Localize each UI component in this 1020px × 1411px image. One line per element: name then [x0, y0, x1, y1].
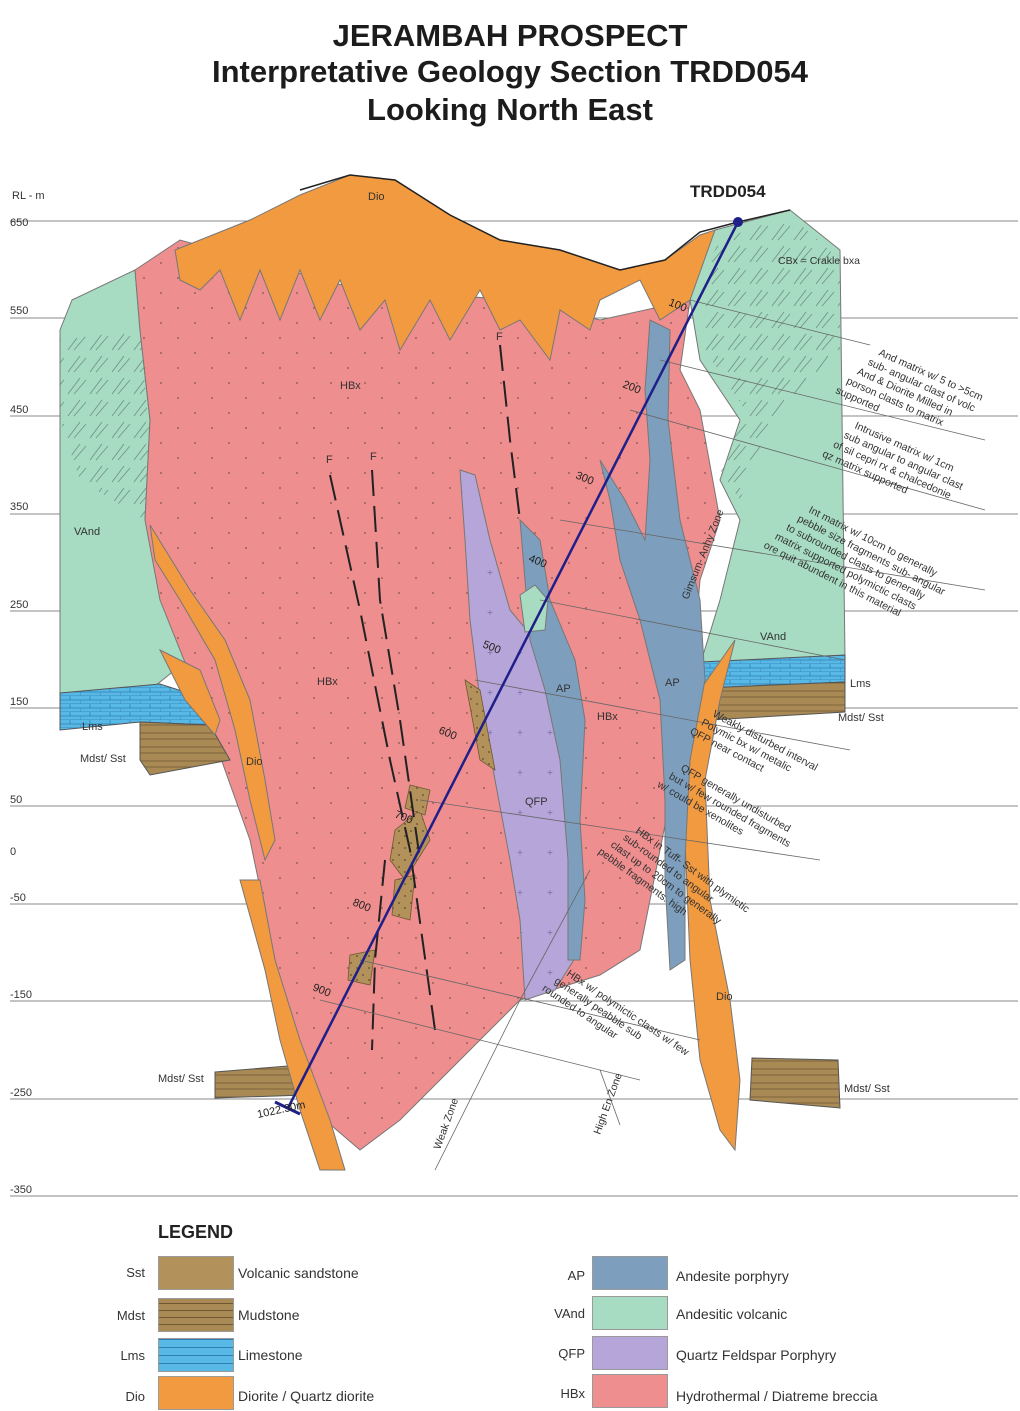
dio-left-unit — [149, 524, 276, 862]
legend-label: Andesite porphyry — [676, 1268, 789, 1284]
rl-tick-minus50: -50 — [10, 892, 26, 904]
legend-label: Hydrothermal / Diatreme breccia — [676, 1388, 878, 1404]
label-ap-right: AP — [665, 677, 680, 689]
legend-label: Volcanic sandstone — [238, 1265, 359, 1281]
label-ap-left: AP — [556, 683, 571, 695]
label-dio-right: Dio — [716, 991, 733, 1003]
label-hbx-right: HBx — [597, 711, 618, 723]
title-line-1: JERAMBAH PROSPECT — [332, 18, 688, 53]
legend-swatch — [158, 1376, 234, 1410]
rl-tick-250: 250 — [10, 599, 28, 611]
topography-line — [299, 174, 791, 271]
legend-label: Andesitic volcanic — [676, 1306, 788, 1322]
legend-label: Quartz Feldspar Porphyry — [676, 1347, 837, 1363]
rl-tick-0: 0 — [10, 846, 16, 858]
label-fault-1: F — [326, 454, 333, 466]
legend-swatch — [592, 1336, 668, 1370]
hole-name-label: TRDD054 — [690, 182, 766, 201]
legend-swatch — [158, 1298, 234, 1332]
label-fault-3: F — [496, 331, 503, 343]
legend-code: AP — [567, 1268, 585, 1283]
label-fault-2: F — [370, 451, 377, 463]
legend-code: HBx — [560, 1386, 585, 1401]
rl-tick-350: 350 — [10, 501, 28, 513]
rl-tick-minus350: -350 — [10, 1184, 32, 1196]
label-dio-left: Dio — [246, 756, 263, 768]
title-line-3: Looking North East — [367, 92, 653, 127]
legend-swatch — [592, 1296, 668, 1330]
ap-right-unit — [599, 319, 706, 971]
rl-tick-minus150: -150 — [10, 989, 32, 1001]
legend-code: Mdst — [116, 1308, 145, 1323]
label-vand-right: VAnd — [760, 631, 786, 643]
legend-swatch — [592, 1374, 668, 1408]
label-hbx-mid: HBx — [317, 676, 338, 688]
label-dio-top: Dio — [368, 191, 385, 203]
label-qfp: QFP — [525, 796, 548, 808]
label-hbx-upper: HBx — [340, 380, 361, 392]
label-mdst-bottom-left: Mdst/ Sst — [158, 1073, 204, 1085]
legend-code: Dio — [125, 1389, 145, 1404]
legend-swatch — [158, 1256, 234, 1290]
label-mdst-bottom-right: Mdst/ Sst — [844, 1083, 890, 1095]
legend-swatch — [158, 1338, 234, 1372]
rl-tick-450: 450 — [10, 404, 28, 416]
fault-lines — [329, 344, 521, 1051]
rl-tick-650: 650 — [10, 217, 28, 229]
annotation-cbx: CBx = Crakle bxa — [778, 255, 860, 267]
label-lms-right: Lms — [850, 678, 871, 690]
legend-code: Sst — [126, 1265, 145, 1280]
sst-fragments — [347, 679, 496, 986]
legend-label: Diorite / Quartz diorite — [238, 1388, 375, 1404]
rl-axis-label: RL - m — [12, 190, 45, 202]
title-line-2: Interpretative Geology Section TRDD054 — [211, 54, 809, 89]
rl-tick-550: 550 — [10, 305, 28, 317]
geology-section: RL - m 650 550 450 350 250 150 50 0 -50 … — [10, 174, 1018, 1197]
legend-code: QFP — [558, 1346, 585, 1361]
drill-hole-trace — [274, 217, 743, 1116]
mdst-bottom-right-unit — [749, 1057, 841, 1109]
dio-right-unit — [684, 639, 741, 1152]
rl-tick-minus250: -250 — [10, 1087, 32, 1099]
legend-code: VAnd — [554, 1306, 585, 1321]
collar-marker — [733, 217, 743, 227]
label-mdst-right: Mdst/ Sst — [838, 712, 884, 724]
mdst-left-unit — [139, 721, 231, 776]
legend-label: Mudstone — [238, 1307, 300, 1323]
interval-lines — [319, 299, 986, 1171]
label-mdst-left: Mdst/ Sst — [80, 753, 126, 765]
legend-label: Limestone — [238, 1347, 303, 1363]
label-lms-left: Lms — [82, 721, 103, 733]
label-vand-left: VAnd — [74, 526, 100, 538]
rl-tick-150: 150 — [10, 696, 28, 708]
rl-tick-50: 50 — [10, 794, 22, 806]
legend-title: LEGEND — [158, 1222, 234, 1242]
legend-code: Lms — [120, 1348, 145, 1363]
legend-swatch — [592, 1256, 668, 1290]
